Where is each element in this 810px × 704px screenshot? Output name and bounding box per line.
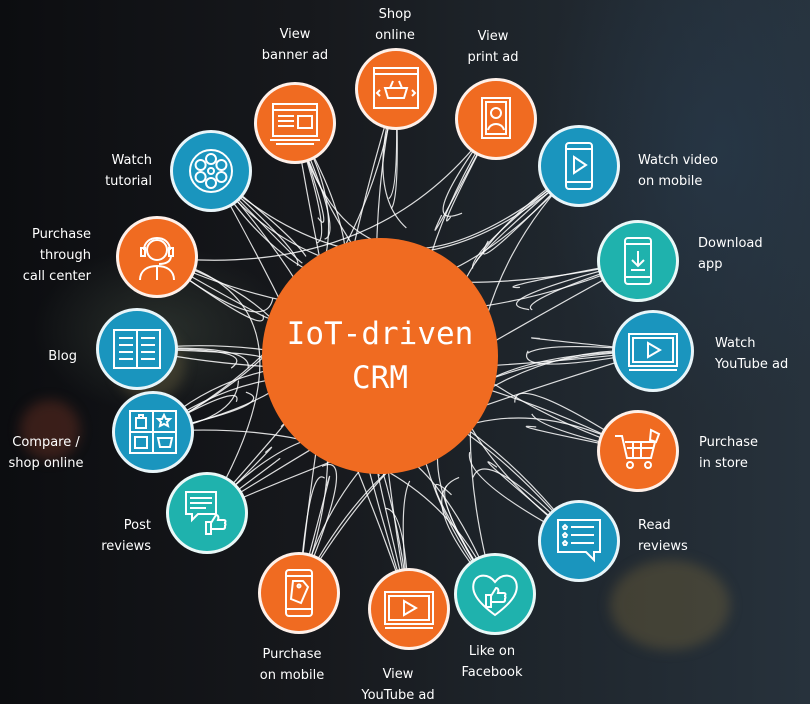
compare-shop-online-node <box>112 391 194 473</box>
label-line: Shop <box>378 7 412 22</box>
label-line: tutorial <box>105 174 152 189</box>
label-line: YouTube ad <box>715 357 789 372</box>
basket-window-icon <box>373 67 419 109</box>
watch-video-on-mobile-node <box>538 125 620 207</box>
label-line: Like on <box>468 644 516 659</box>
label-line: Watch <box>111 153 152 168</box>
label-line: reviews <box>638 539 688 554</box>
watch-video-on-mobile-label: Watch video on mobile <box>638 150 718 192</box>
center-hub: IoT-driven CRM <box>262 238 498 474</box>
watch-tutorial-node <box>170 130 252 212</box>
label-line: Compare / <box>12 435 80 450</box>
compare-products-icon <box>129 410 177 454</box>
mobile-play-icon <box>565 142 593 190</box>
background-bokeh <box>610 560 730 650</box>
label-line: call center <box>22 269 91 284</box>
read-reviews-label: Read reviews <box>638 515 688 557</box>
mobile-download-icon <box>624 237 652 285</box>
browser-window-icon <box>270 103 320 145</box>
shop-online-label: Shop online <box>345 4 445 46</box>
view-print-ad-label: View print ad <box>443 26 543 68</box>
label-line: print ad <box>467 50 519 65</box>
like-on-facebook-node <box>454 553 536 635</box>
label-line: Post <box>123 518 151 533</box>
connection-line <box>156 118 497 261</box>
connection-line <box>156 256 261 514</box>
review-thumb-icon <box>185 491 227 535</box>
connection-line <box>294 122 580 250</box>
purchase-in-store-label: Purchase in store <box>699 432 758 474</box>
center-title-line-2: CRM <box>352 360 408 396</box>
blog-label: Blog <box>48 346 77 367</box>
view-banner-ad-label: View banner ad <box>245 24 345 66</box>
label-line: Purchase <box>31 227 91 242</box>
view-print-ad-node <box>455 78 537 160</box>
view-youtube-ad-node <box>368 568 450 650</box>
label-line: through <box>39 248 91 263</box>
label-line: Blog <box>48 349 77 364</box>
post-reviews-label: Post reviews <box>101 515 151 557</box>
download-app-label: Download app <box>698 233 763 275</box>
purchase-on-mobile-label: Purchase on mobile <box>242 644 342 686</box>
label-line: Facebook <box>461 665 523 680</box>
label-line: banner ad <box>261 48 329 63</box>
label-line: Purchase <box>699 435 759 450</box>
purchase-on-mobile-node <box>258 552 340 634</box>
shop-online-node <box>355 48 437 130</box>
like-on-facebook-label: Like on Facebook <box>442 641 542 683</box>
open-book-icon <box>113 329 161 369</box>
film-reel-icon <box>189 149 233 193</box>
label-line: Watch <box>715 336 756 351</box>
watch-youtube-ad-node <box>612 310 694 392</box>
download-app-node <box>597 220 679 302</box>
compare-shop-online-label: Compare / shop online <box>0 432 92 474</box>
purchase-through-call-center-label: Purchase through call center <box>23 224 91 287</box>
heart-thumb-icon <box>472 574 518 617</box>
label-line: Download <box>698 236 763 251</box>
label-line: on mobile <box>638 174 703 189</box>
label-line: View <box>279 27 311 42</box>
label-line: online <box>375 28 415 43</box>
label-line: View <box>382 667 414 682</box>
label-line: app <box>698 257 723 272</box>
label-line: shop online <box>8 456 84 471</box>
print-ad-icon <box>481 97 511 139</box>
post-reviews-node <box>166 472 248 554</box>
view-banner-ad-node <box>254 82 336 164</box>
label-line: reviews <box>101 539 151 554</box>
read-reviews-node <box>538 500 620 582</box>
label-line: Watch video <box>638 153 719 168</box>
label-line: on mobile <box>259 668 325 683</box>
label-line: Read <box>638 518 671 533</box>
shopping-cart-icon <box>615 428 661 469</box>
background-bokeh <box>20 400 80 460</box>
monitor-play-icon <box>628 333 678 371</box>
center-title-line-1: IoT-driven <box>286 316 474 352</box>
blog-node <box>96 308 178 390</box>
review-list-icon <box>557 519 601 563</box>
monitor-play-icon <box>384 591 434 629</box>
label-line: YouTube ad <box>361 688 435 703</box>
purchase-in-store-node <box>597 410 679 492</box>
label-line: in store <box>699 456 748 471</box>
watch-tutorial-label: Watch tutorial <box>105 150 152 192</box>
label-line: View <box>477 29 509 44</box>
purchase-through-call-center-node <box>116 216 198 298</box>
headset-agent-icon <box>139 237 175 281</box>
label-line: Purchase <box>262 647 322 662</box>
mobile-tag-icon <box>285 569 313 617</box>
